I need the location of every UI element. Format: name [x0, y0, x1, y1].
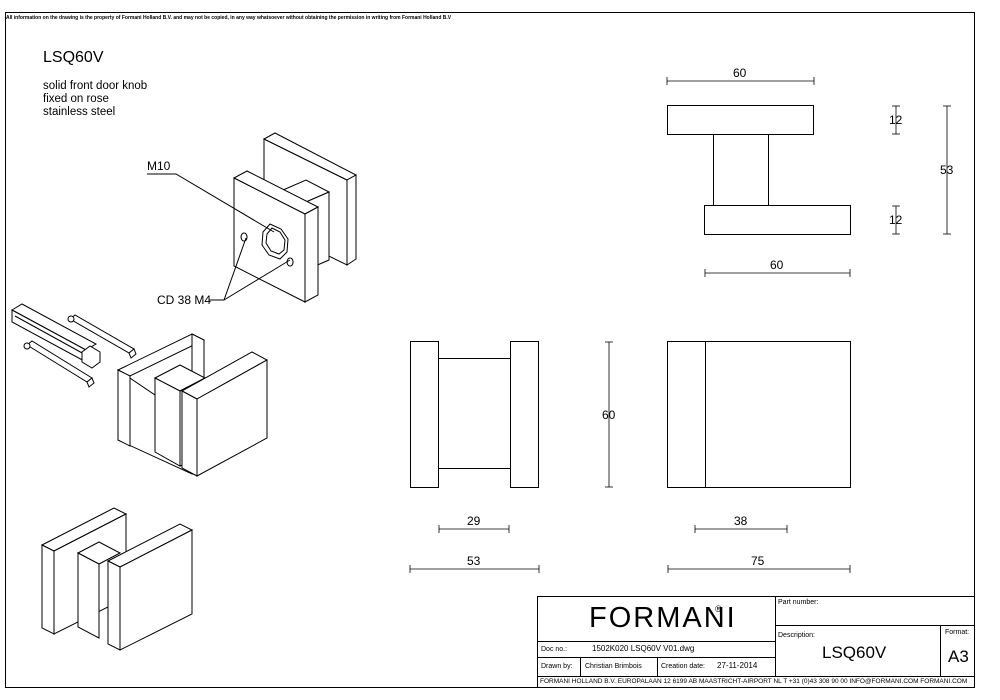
callout-leaders	[147, 174, 290, 300]
footer-address: FORMANI HOLLAND B.V. EUROPALAAN 12 6199 …	[540, 678, 968, 685]
dim-side-depth: 53	[467, 554, 481, 568]
title-block-lines	[538, 597, 975, 688]
front-dimensions	[668, 525, 850, 573]
description-value: LSQ60V	[822, 643, 887, 662]
drawn-by-label: Drawn by:	[541, 663, 573, 670]
doc-no-label: Doc no.:	[541, 646, 568, 653]
top-elevation	[668, 106, 851, 235]
dim-rose-height: 12	[889, 213, 903, 227]
rose-center-hole	[241, 224, 293, 266]
dim-front-width: 75	[751, 554, 765, 568]
top-dimensions	[667, 77, 951, 277]
formani-logo: FORMANI	[589, 602, 737, 634]
product-code: LSQ60V	[43, 49, 104, 66]
side-dimensions	[410, 342, 613, 573]
description-label: Description:	[778, 632, 815, 639]
description-line-3: stainless steel	[43, 106, 116, 118]
drawing-frame	[6, 13, 975, 688]
dim-side-height: 60	[602, 408, 616, 422]
part-number-label: Part number:	[778, 599, 819, 606]
format-label: Format:	[945, 629, 970, 636]
dim-front-inner: 38	[734, 514, 748, 528]
fixing-callout: CD 38 M4	[157, 293, 212, 307]
iso-assembled-view	[42, 508, 192, 650]
dim-total-height: 53	[940, 163, 954, 177]
dim-top-cap-height: 12	[889, 113, 903, 127]
creation-date-label: Creation date:	[661, 663, 705, 670]
copyright-notice: All information on the drawing is the pr…	[6, 15, 452, 21]
thread-callout: M10	[147, 159, 171, 173]
drawn-by-value: Christian Brimbois	[585, 663, 642, 670]
creation-date-value: 27-11-2014	[717, 661, 758, 670]
description-line-1: solid front door knob	[43, 80, 148, 92]
front-elevation	[668, 342, 851, 488]
doc-no-value: 1502K020 LSQ60V V01.dwg	[592, 644, 695, 653]
dim-base-width: 60	[770, 258, 784, 272]
iso-exploded-view	[12, 304, 267, 476]
registered-mark: ®	[715, 604, 722, 614]
dim-top-width: 60	[733, 66, 747, 80]
format-value: A3	[948, 647, 969, 666]
iso-rose-view	[234, 133, 356, 302]
side-elevation	[411, 342, 539, 488]
description-line-2: fixed on rose	[43, 93, 109, 105]
dim-knob-depth: 29	[467, 514, 481, 528]
